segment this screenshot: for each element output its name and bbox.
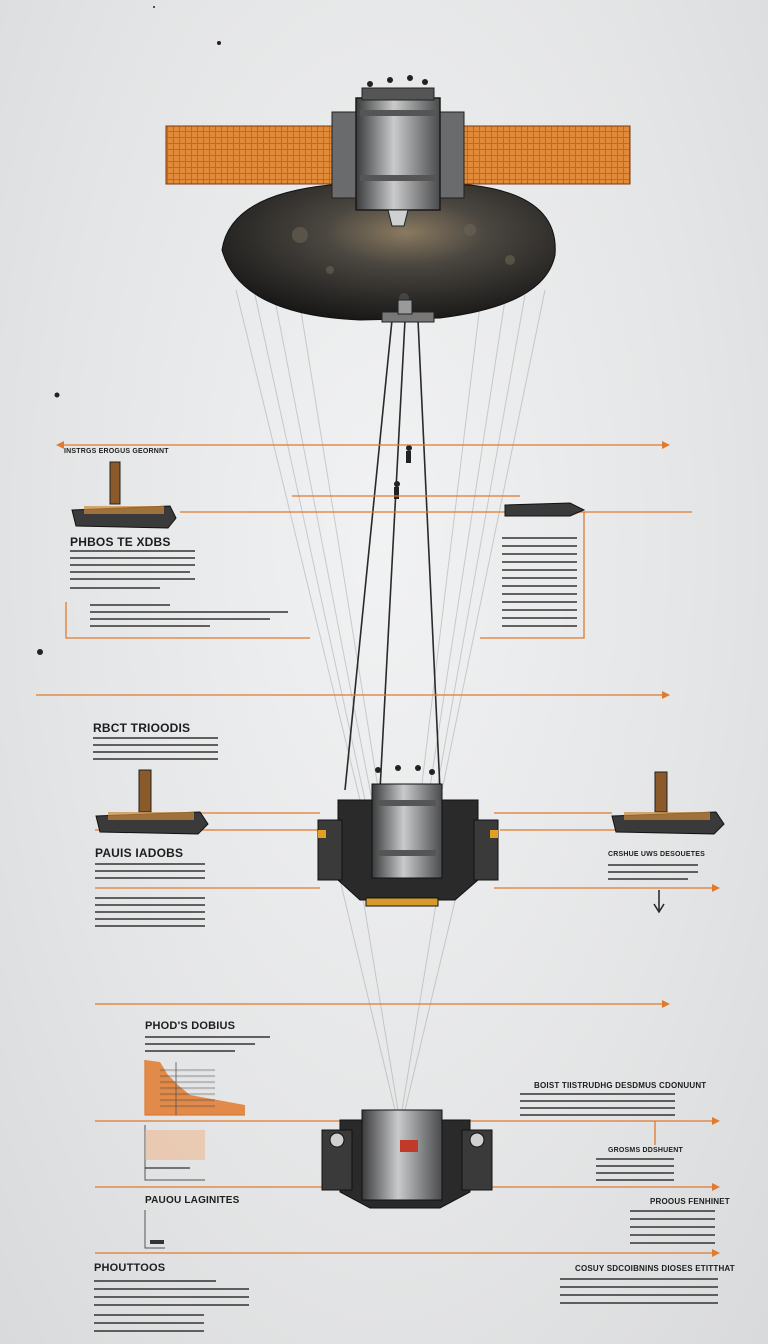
planet-platform (381, 293, 435, 323)
planet-craters (292, 224, 515, 274)
side-craft-right-1 (504, 502, 586, 517)
lower-station (321, 1109, 493, 1209)
label-left-title-1: PHBOS TE XDBS (70, 535, 171, 549)
label-bottom-right-title: COSUY SDCOIBNINS DIOSES ETITTHAT (575, 1264, 735, 1273)
solar-panel-left (165, 125, 335, 185)
arrow-heads (56, 441, 720, 1257)
middle-station (317, 765, 499, 907)
label-right-title-1: CRSHUE UWS DESOUETES (608, 851, 705, 858)
panel-mount-left (331, 111, 357, 199)
panel-mount-right (439, 111, 465, 199)
planet-body (221, 184, 556, 321)
label-lower-title-1: PHOD'S DOBIUS (145, 1020, 236, 1032)
side-craft-left-2 (95, 769, 209, 835)
mini-chart-1 (144, 1060, 245, 1116)
side-craft-right-2 (611, 771, 725, 835)
label-lower-right-sub: GROSMS DDSHUENT (608, 1147, 683, 1154)
side-craft-left-1 (71, 461, 177, 529)
label-top-small: INSTRGS EROGUS GEORNNT (64, 448, 169, 455)
mini-chart-3 (144, 1210, 165, 1249)
mini-chart-2 (144, 1125, 205, 1181)
down-arrow (653, 890, 665, 914)
climber-figures (394, 445, 412, 499)
top-station (355, 75, 441, 227)
label-bottom-left-title: PHOUTTOOS (94, 1262, 166, 1274)
tether-rays (235, 289, 546, 1111)
fine-print-blocks (70, 537, 718, 1332)
label-lower-right-title: BOIST TIISTRUDHG DESDMUS CDONUUNT (534, 1081, 707, 1090)
solar-panel-right (461, 125, 631, 185)
star-dots (37, 6, 221, 655)
label-lower-right-title-2: PROOUS FENHINET (650, 1197, 730, 1206)
label-left-title-3: PAUIS IADOBS (95, 846, 184, 860)
label-left-title-2: RBCT TRIOODIS (93, 721, 191, 735)
elevator-cables (344, 319, 441, 791)
annotation-lines (36, 444, 715, 1254)
label-lower-left-title: PAUOU LAGINITES (145, 1195, 240, 1206)
